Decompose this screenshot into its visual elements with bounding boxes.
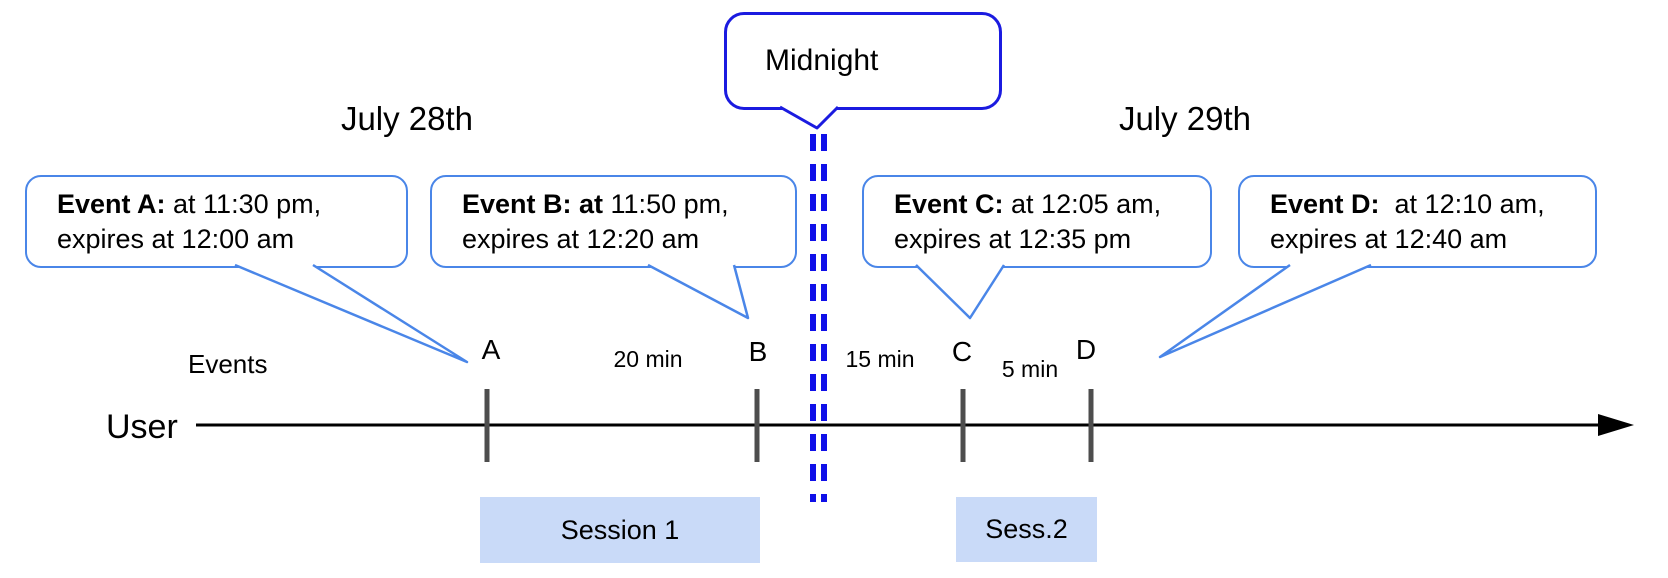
user-axis-label: User <box>106 408 178 446</box>
event-b-callout: Event B: at 11:50 pm, expires at 12:20 a… <box>430 175 797 268</box>
events-axis-label: Events <box>188 349 268 379</box>
event-c-title: Event C: <box>894 188 1004 219</box>
session-2-bar: Sess.2 <box>956 497 1097 562</box>
gap-label-15min: 15 min <box>845 346 915 372</box>
tick-label-b: B <box>748 336 768 367</box>
gap-label-5min: 5 min <box>1001 356 1059 382</box>
tick-label-a: A <box>481 334 501 365</box>
event-c-line2: expires at 12:35 pm <box>894 223 1132 254</box>
event-a-callout-tail <box>234 263 469 364</box>
event-b-callout-tail <box>647 263 750 320</box>
event-c-callout: Event C: at 12:05 am, expires at 12:35 p… <box>862 175 1212 268</box>
event-d-callout: Event D: at 12:10 am, expires at 12:40 a… <box>1238 175 1597 268</box>
midnight-label: Midnight <box>765 44 879 77</box>
event-b-time: 11:50 pm, <box>603 188 729 219</box>
session-1-label: Session 1 <box>560 514 680 545</box>
event-d-callout-tail <box>1158 263 1372 359</box>
tick-label-c: C <box>951 336 973 367</box>
event-c-callout-tail <box>915 264 1006 320</box>
event-d-line2: expires at 12:40 am <box>1270 223 1508 254</box>
event-c-time: at 12:05 am, <box>1003 188 1162 219</box>
event-b-line2: expires at 12:20 am <box>462 223 700 254</box>
midnight-callout: Midnight <box>724 12 1002 110</box>
timeline-arrowhead-icon <box>1598 414 1634 436</box>
session-1-bar: Session 1 <box>480 497 760 563</box>
event-b-title: Event B: at <box>462 188 604 219</box>
event-a-callout: Event A: at 11:30 pm, expires at 12:00 a… <box>25 175 408 268</box>
gap-label-20min: 20 min <box>613 346 683 372</box>
date-label-july-28: July 28th <box>340 100 474 137</box>
date-label-july-29: July 29th <box>1118 100 1252 137</box>
event-a-line2: expires at 12:00 am <box>57 223 295 254</box>
session-2-label: Sess.2 <box>985 514 1068 544</box>
event-a-title: Event A: <box>57 188 166 219</box>
event-a-time: at 11:30 pm, <box>165 188 322 219</box>
event-d-line1: Event D: at 12:10 am, <box>1270 187 1595 222</box>
midnight-callout-tail <box>779 105 840 130</box>
event-a-line1: Event A: at 11:30 pm, <box>57 187 406 222</box>
event-c-line1: Event C: at 12:05 am, <box>894 187 1210 222</box>
event-b-line1: Event B: at 11:50 pm, <box>462 187 795 222</box>
event-d-title: Event D: <box>1270 188 1380 219</box>
tick-label-d: D <box>1075 334 1097 365</box>
event-d-time: at 12:10 am, <box>1379 188 1545 219</box>
